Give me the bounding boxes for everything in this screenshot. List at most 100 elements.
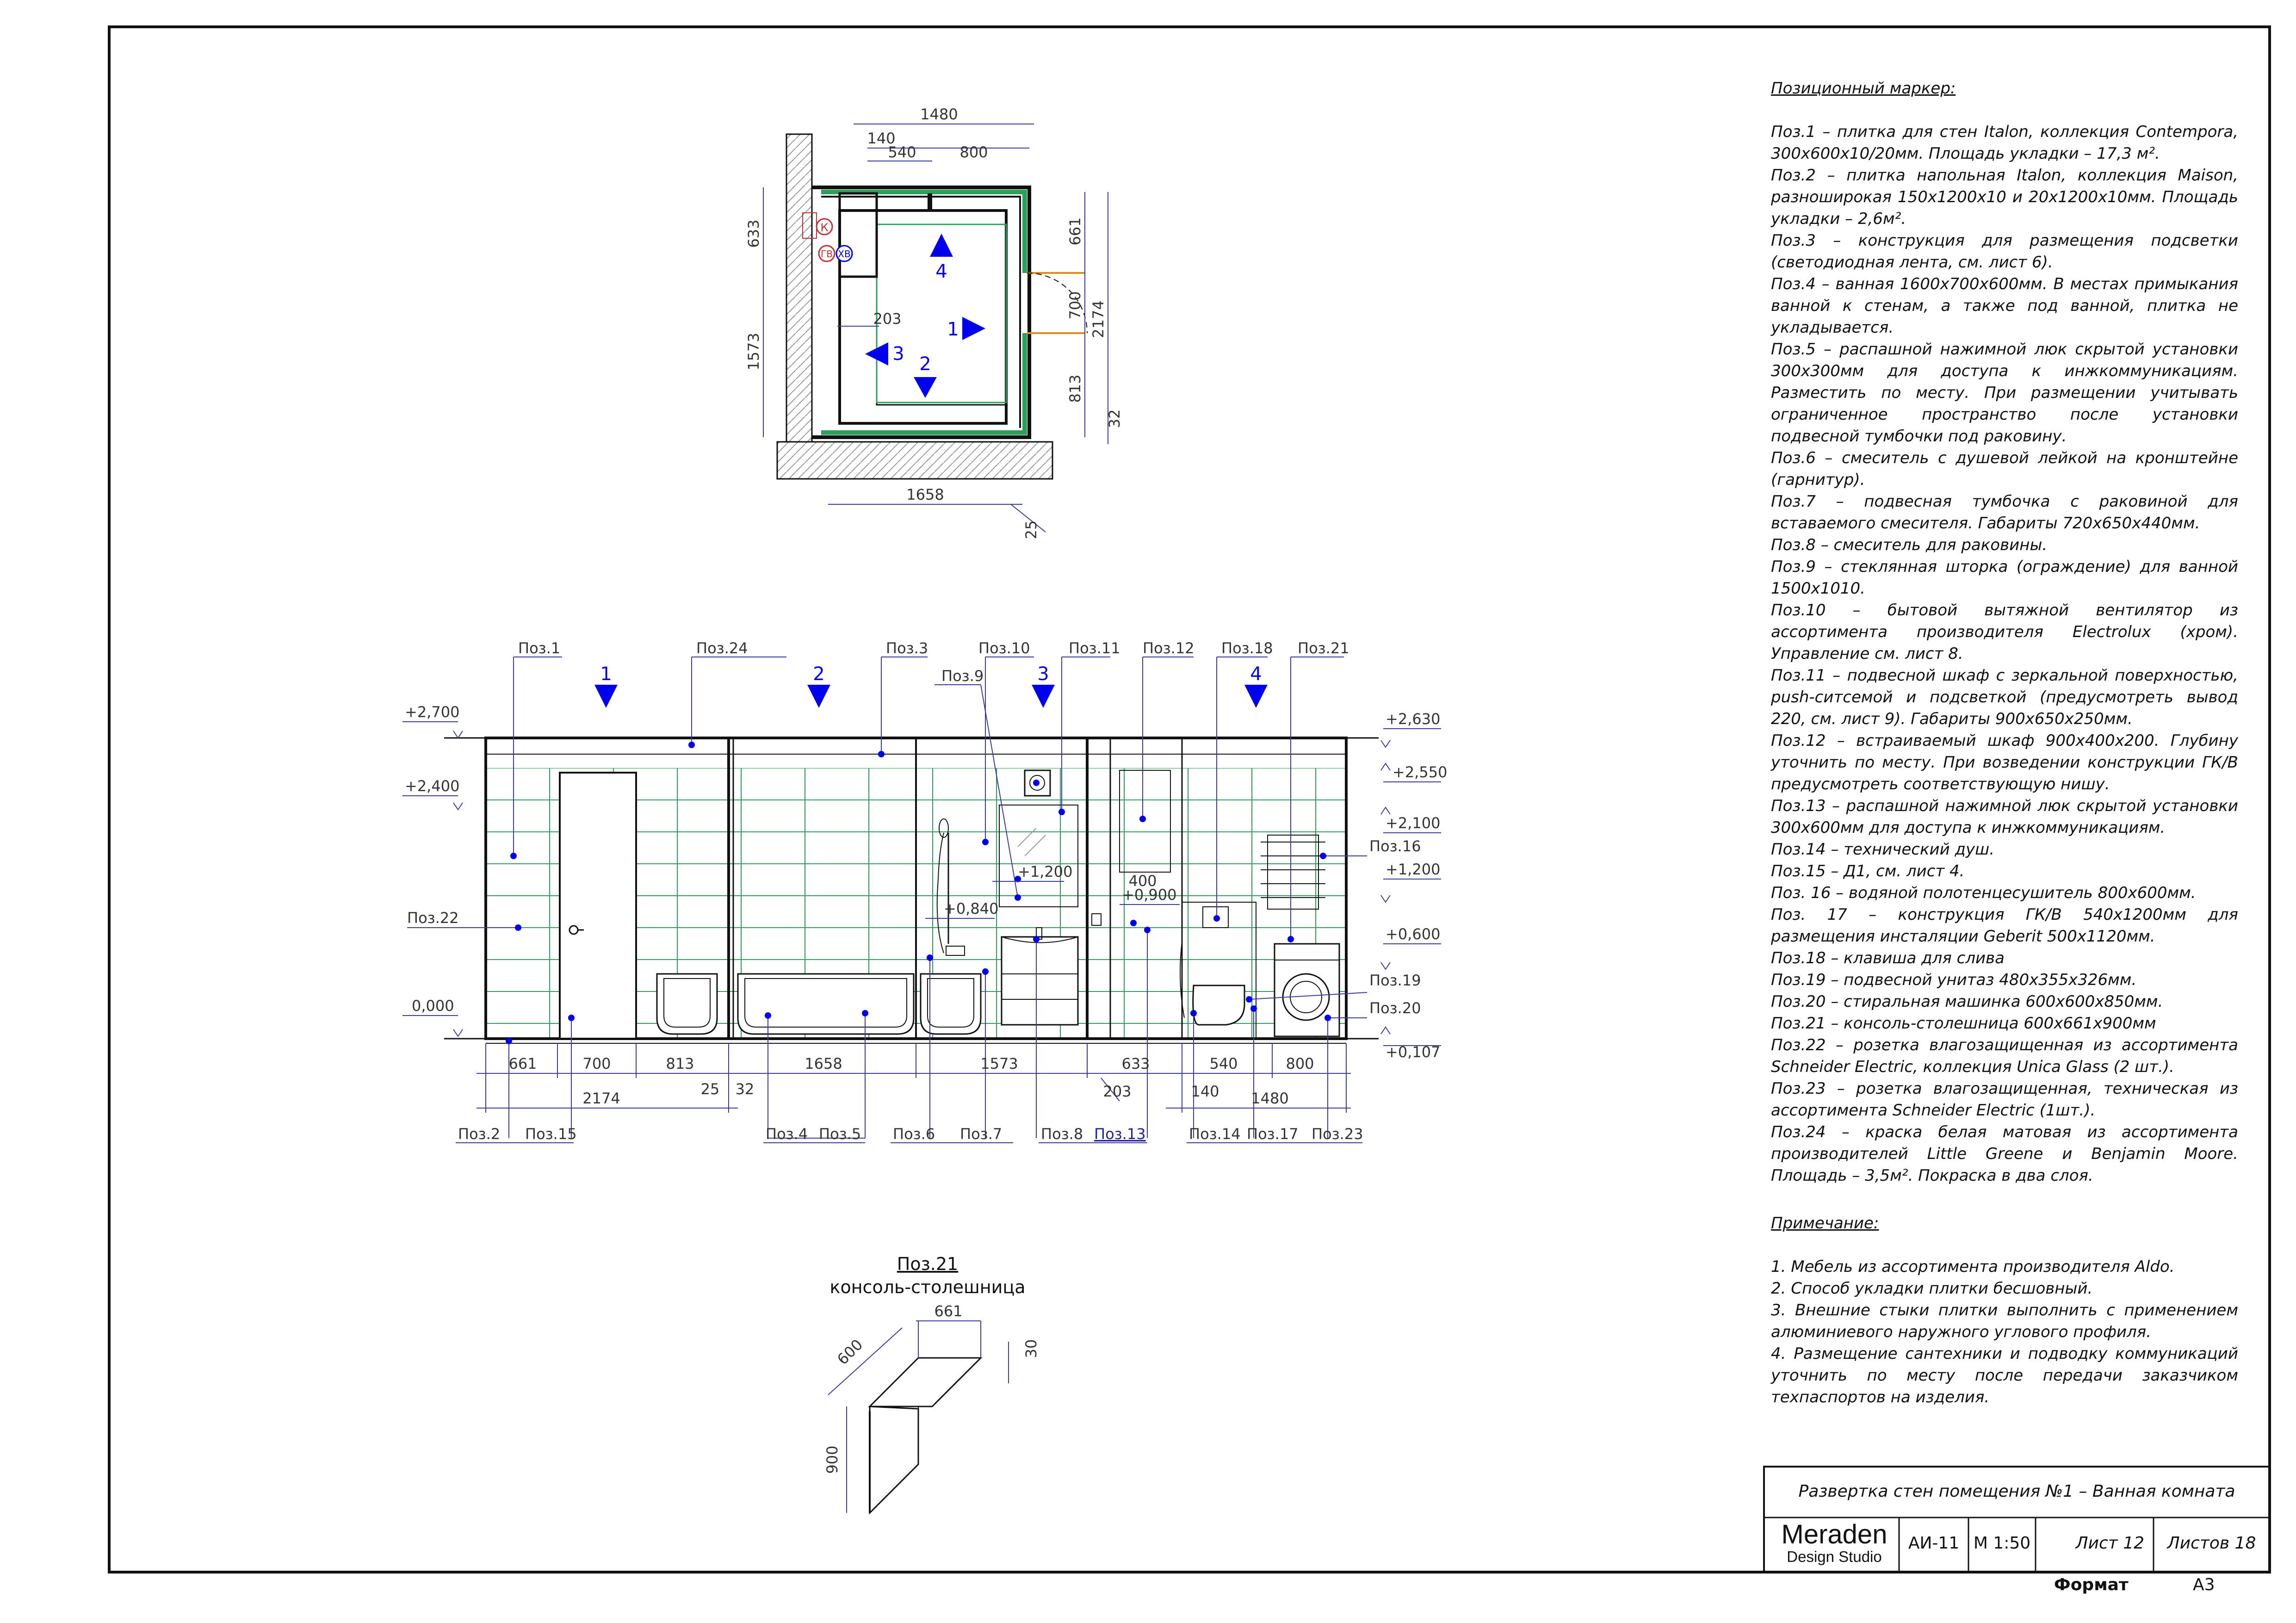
door [559, 772, 637, 1040]
plan-dim-1573: 1573 [745, 333, 762, 370]
detail-dim-30: 30 [1022, 1339, 1040, 1358]
drawing-scale: М 1:50 [1973, 1534, 2031, 1553]
plan-dim-633: 633 [745, 219, 762, 248]
level-2630: +2,630 [1386, 710, 1440, 728]
note-item: Поз.6 – смеситель с душевой лейкой на кр… [1771, 449, 2238, 489]
elev-dim-813: 813 [666, 1055, 694, 1072]
note-item: Поз.20 – стиральная машинка 600х600х850м… [1771, 992, 2163, 1011]
note-item: Поз.7 – подвесная тумбочка с раковиной д… [1771, 492, 2238, 533]
tag-poz8: Поз.8 [1041, 1125, 1083, 1143]
wall-marker-1-label: 1 [600, 663, 612, 685]
wall-marker-1-icon [594, 685, 618, 708]
note-item: Поз.11 – подвесной шкаф с зеркальной пов… [1771, 666, 2238, 728]
tag-poz5: Поз.5 [819, 1125, 861, 1143]
gv-symbol [818, 245, 835, 262]
sheet-number: Лист 12 [2075, 1534, 2144, 1553]
remark-item: 1. Мебель из ассортимента производителя … [1771, 1258, 2175, 1276]
note-item: Поз.4 – ванная 1600х700х600мм. В местах … [1771, 275, 2238, 337]
note-item: Поз.9 – стеклянная шторка (ограждение) д… [1771, 558, 2238, 598]
plan-dim-540: 540 [888, 143, 916, 161]
drawing-title: Развертка стен помещения №1 – Ванная ком… [1798, 1482, 2235, 1501]
studio-logo-subtitle: Design Studio [1787, 1548, 1882, 1565]
elev-dim-633: 633 [1121, 1055, 1150, 1072]
wall-marker-4-icon [1244, 685, 1268, 708]
note-item: Поз.10 – бытовой вытяжной вентилятор из … [1771, 601, 2238, 663]
k-symbol [816, 218, 833, 235]
elev-dim-661: 661 [508, 1055, 537, 1072]
tag-poz11: Поз.11 [1069, 639, 1120, 657]
elev-dim-800: 800 [1286, 1055, 1314, 1072]
studio-logo: Meraden [1781, 1519, 1888, 1549]
level-1200-center: +1,200 [1018, 863, 1072, 880]
notes-heading: Позиционный маркер: [1771, 79, 1956, 98]
plan-dim-661: 661 [1066, 217, 1084, 245]
tag-poz7: Поз.7 [960, 1125, 1002, 1143]
remarks-list: 1. Мебель из ассортимента производителя … [1771, 1256, 2238, 1408]
plan-dim-32: 32 [1106, 409, 1123, 428]
plan-dim-800: 800 [959, 143, 988, 161]
note-item: Поз.13 – распашной нажимной люк скрытой … [1771, 797, 2238, 837]
floor-plan: К ГВ ХВ 4 1 2 3 1480 140 540 800 633 1 [745, 105, 1123, 539]
elev-dim-1658: 1658 [805, 1055, 842, 1072]
tag-poz12: Поз.12 [1143, 639, 1194, 657]
detail-dim-600: 600 [834, 1336, 866, 1368]
plan-dim-1658: 1658 [906, 486, 944, 503]
note-item: Поз.3 – конструкция для размещения подсв… [1771, 231, 2238, 272]
note-item: Поз.24 – краска белая матовая из ассорти… [1771, 1123, 2238, 1185]
sheet-count: Листов 18 [2167, 1534, 2256, 1553]
note-item: Поз.1 – плитка для стен Italon, коллекци… [1771, 123, 2238, 163]
elev-dim-140: 140 [1191, 1083, 1219, 1100]
detail-dim-661: 661 [934, 1302, 962, 1320]
level-107: +0,107 [1386, 1043, 1440, 1061]
view-marker-3-icon [865, 342, 888, 365]
note-item: Поз.19 – подвесной унитаз 480х355х326мм. [1771, 971, 2137, 989]
elev-dim-1480: 1480 [1251, 1090, 1288, 1107]
plan-dim-25: 25 [1022, 520, 1040, 539]
tag-poz18: Поз.18 [1221, 639, 1273, 657]
tag-poz2: Поз.2 [458, 1125, 500, 1143]
level-1200-right: +1,200 [1386, 861, 1440, 878]
note-item: Поз.5 – распашной нажимной люк скрытой у… [1771, 340, 2238, 446]
plan-dim-813: 813 [1066, 374, 1084, 403]
note-item: Поз. 17 – конструкция ГК/В 540х1200мм дл… [1771, 905, 2238, 946]
tag-poz17: Поз.17 [1247, 1125, 1299, 1143]
tag-poz22: Поз.22 [407, 909, 459, 927]
tag-poz4: Поз.4 [766, 1125, 808, 1143]
detail-title: Поз.21 [897, 1254, 958, 1274]
tag-poz13: Поз.13 [1094, 1125, 1146, 1143]
note-item: Поз. 16 – водяной полотенцесушитель 800х… [1771, 884, 2196, 902]
view-marker-1-label: 1 [947, 319, 959, 340]
wall-marker-2-icon [807, 685, 830, 708]
wall-marker-3-icon [1032, 685, 1055, 708]
tag-poz20: Поз.20 [1369, 999, 1421, 1017]
tag-poz19: Поз.19 [1369, 972, 1421, 989]
view-marker-2-icon [914, 377, 937, 398]
note-item: Поз.22 – розетка влагозащищенная из ассо… [1771, 1036, 2238, 1076]
view-marker-4-label: 4 [935, 261, 947, 282]
plan-dim-total: 1480 [920, 105, 958, 123]
remark-item: 2. Способ укладки плитки бесшовный. [1771, 1279, 2093, 1298]
tag-poz21: Поз.21 [1298, 639, 1349, 657]
level-2700: +2,700 [405, 703, 459, 721]
view-marker-1-icon [962, 317, 985, 340]
detail-dim-900: 900 [823, 1445, 841, 1474]
tag-poz1: Поз.1 [518, 639, 560, 657]
hv-symbol [835, 245, 853, 262]
view-marker-4-icon [930, 234, 953, 257]
level-600: +0,600 [1386, 925, 1440, 943]
plan-dim-2174: 2174 [1089, 300, 1107, 338]
tag-poz23: Поз.23 [1312, 1125, 1363, 1143]
tag-poz15: Поз.15 [525, 1125, 577, 1143]
elev-dim-203: 203 [1103, 1083, 1131, 1100]
elev-dim-32: 32 [736, 1080, 755, 1098]
sheet-frame [108, 25, 2271, 1573]
wall-elevations: 1 2 3 4 [402, 639, 1447, 1143]
wall-marker-2-label: 2 [813, 663, 824, 685]
view-marker-3-label: 3 [892, 343, 904, 365]
project-code: АИ-11 [1908, 1534, 1960, 1553]
tag-poz24: Поз.24 [696, 639, 748, 657]
note-item: Поз.14 – технический душ. [1771, 840, 1995, 859]
tag-poz6: Поз.6 [893, 1125, 935, 1143]
tag-poz9: Поз.9 [941, 667, 984, 685]
note-item: Поз.18 – клавиша для слива [1771, 949, 2005, 967]
